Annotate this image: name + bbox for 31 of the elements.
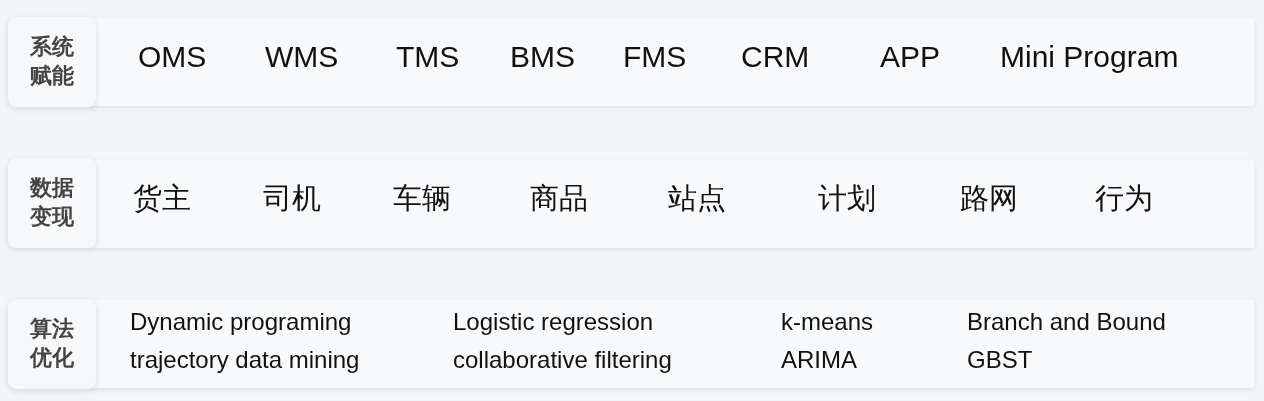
category-label: 系统赋能 bbox=[29, 33, 75, 90]
item-label: TMS bbox=[396, 42, 460, 72]
item-label: CRM bbox=[741, 42, 810, 72]
category-card bbox=[8, 299, 96, 389]
row-band bbox=[90, 160, 1254, 248]
item-label: 司机 bbox=[263, 184, 321, 213]
item-label: Mini Program bbox=[1000, 42, 1179, 72]
category-card bbox=[8, 17, 96, 107]
item-label: Logistic regression bbox=[453, 310, 654, 334]
item-label: FMS bbox=[623, 42, 687, 72]
item-label: 车辆 bbox=[393, 184, 451, 213]
item-label: 货主 bbox=[133, 184, 191, 213]
category-label: 数据变现 bbox=[28, 174, 75, 231]
category-label: 算法优化 bbox=[28, 315, 75, 372]
item-label: ARIMA bbox=[781, 348, 857, 372]
item-label: 行为 bbox=[1095, 184, 1153, 213]
item-label: 商品 bbox=[530, 184, 588, 213]
item-label: Branch and Bound bbox=[967, 310, 1166, 334]
item-label: 计划 bbox=[818, 184, 876, 213]
item-label: Dynamic programing bbox=[130, 310, 352, 334]
item-label: 站点 bbox=[668, 184, 726, 213]
item-label: OMS bbox=[138, 42, 207, 72]
item-label: APP bbox=[880, 42, 941, 72]
item-label: trajectory data mining bbox=[130, 348, 360, 372]
item-label: GBST bbox=[967, 348, 1033, 372]
item-label: 路网 bbox=[960, 184, 1018, 213]
item-label: BMS bbox=[510, 42, 575, 72]
category-card bbox=[8, 158, 96, 248]
item-label: WMS bbox=[265, 42, 339, 72]
item-label: k-means bbox=[781, 310, 874, 334]
item-label: collaborative filtering bbox=[453, 348, 672, 372]
